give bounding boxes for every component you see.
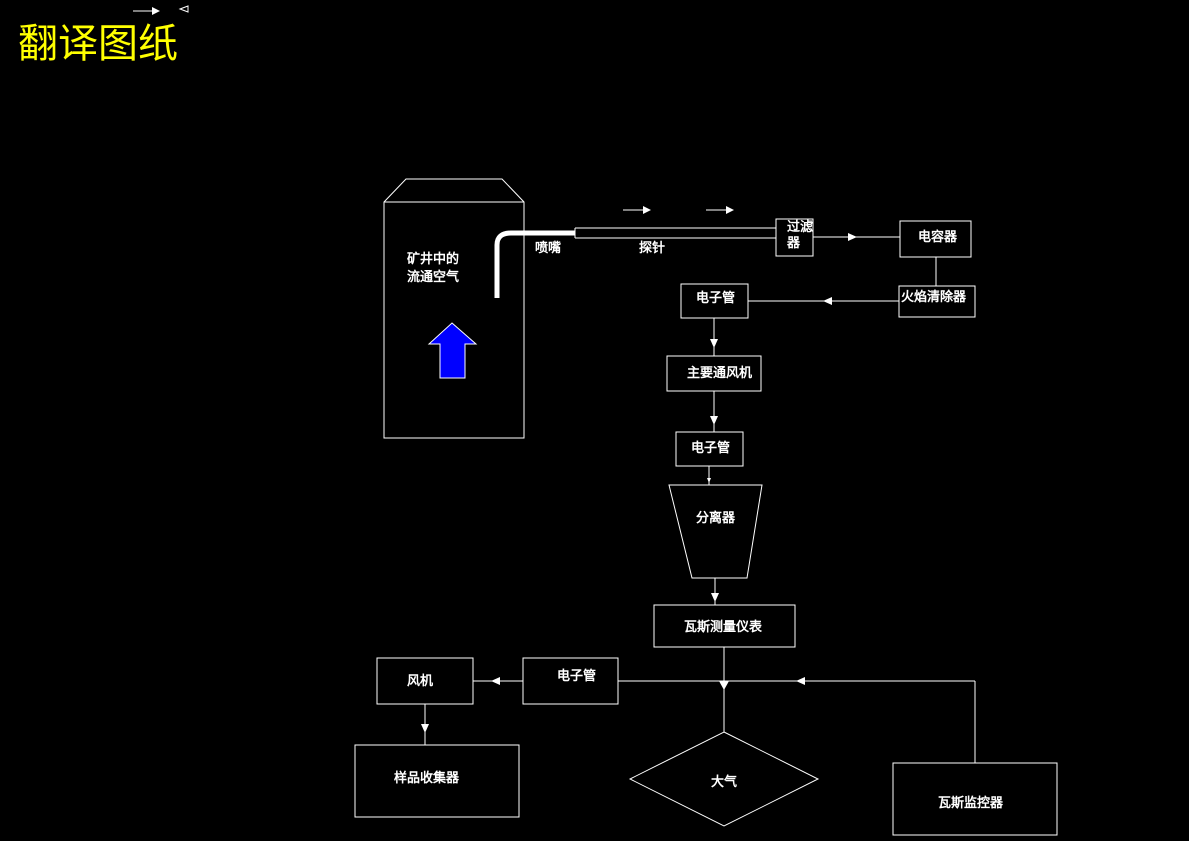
capacitor-label: 电容器 xyxy=(918,229,958,245)
atmosphere-diamond xyxy=(628,731,820,827)
sample-collector-label: 样品收集器 xyxy=(394,770,460,786)
nozzle-pipe xyxy=(494,230,575,298)
shaft-air-label-2: 流通空气 xyxy=(407,269,459,285)
sample-collector-box xyxy=(354,744,520,818)
page-title: 翻译图纸 xyxy=(18,21,178,67)
title-arrow-icon xyxy=(133,7,160,15)
atmosphere-label: 大气 xyxy=(711,774,737,790)
gas-meter-label: 瓦斯测量仪表 xyxy=(684,619,763,635)
small-arrow-icon xyxy=(178,5,189,13)
fan-label: 风机 xyxy=(407,673,433,689)
flow-arrow-icon xyxy=(706,206,734,214)
filter-label-1: 过滤 xyxy=(787,219,813,235)
probe-label: 探针 xyxy=(639,240,665,256)
flow-arrow-icon xyxy=(623,206,651,214)
separator-shape xyxy=(668,484,763,579)
shaft-air-label-1: 矿井中的 xyxy=(407,251,459,267)
airflow-up-arrow-icon xyxy=(427,322,478,379)
electron-tube-label-3: 电子管 xyxy=(557,668,596,684)
electron-tube-label-1: 电子管 xyxy=(696,290,735,306)
gas-monitor-label: 瓦斯监控器 xyxy=(938,795,1004,811)
separator-label: 分离器 xyxy=(696,510,736,526)
electron-tube-label-2: 电子管 xyxy=(691,440,730,456)
nozzle-label: 喷嘴 xyxy=(535,240,561,256)
filter-label-2: 器 xyxy=(786,236,801,251)
main-fan-label: 主要通风机 xyxy=(687,365,752,381)
flame-arrester-label: 火焰清除器 xyxy=(901,289,967,305)
gas-monitor-box xyxy=(892,762,1058,836)
mine-shaft xyxy=(383,178,525,439)
